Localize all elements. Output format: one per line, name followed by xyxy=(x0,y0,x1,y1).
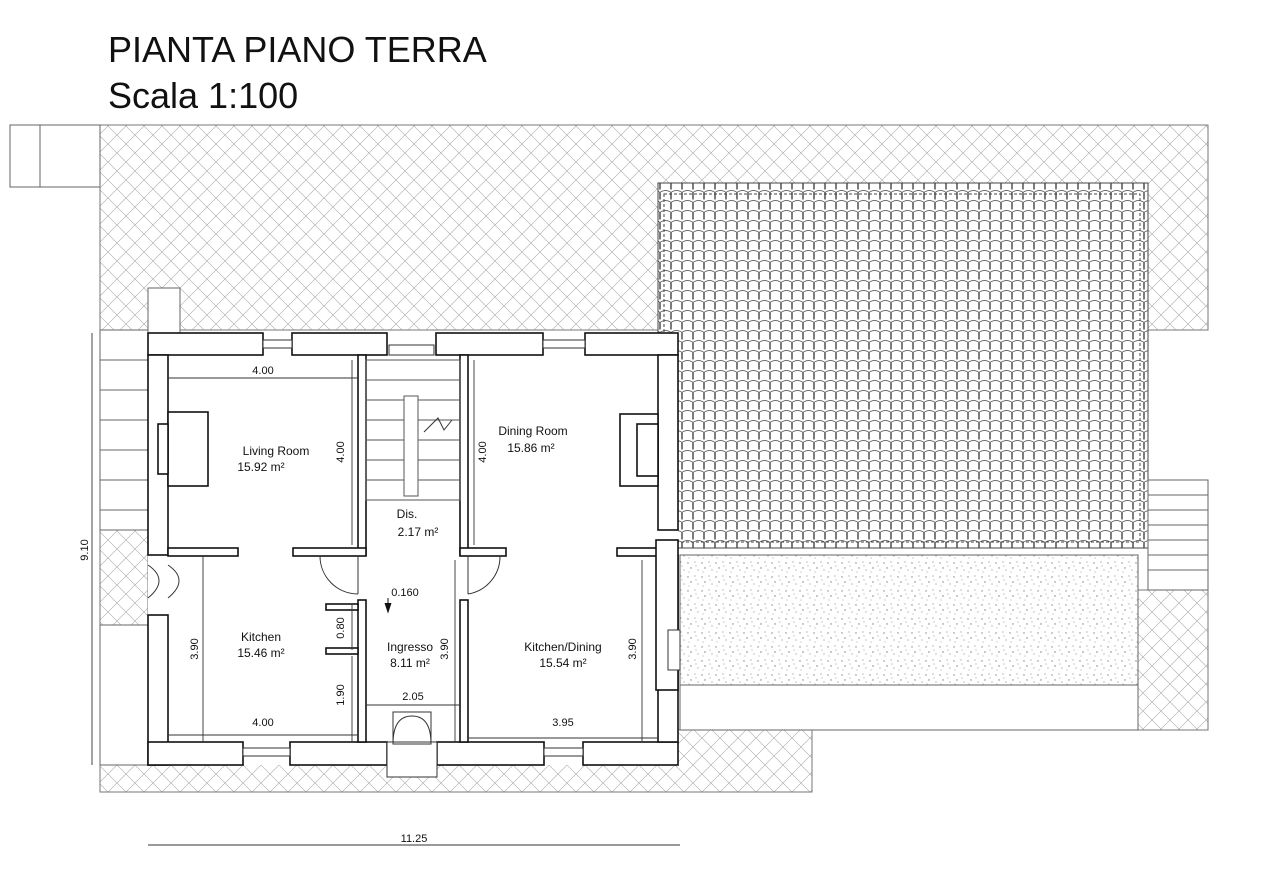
dim-living-width: 4.00 xyxy=(252,365,273,377)
dimension-labels: 4.00 4.00 3.95 2.05 0.160 11.25 4.00 4.0… xyxy=(79,365,639,845)
dim-step-height: 0.160 xyxy=(391,587,419,599)
plan-scale: Scala 1:100 xyxy=(108,75,299,116)
windows xyxy=(242,339,681,757)
dim-total-depth: 9.10 xyxy=(79,539,91,560)
dimension-lines xyxy=(91,333,680,846)
plan-title: PIANTA PIANO TERRA xyxy=(108,29,487,70)
room-area: 15.86 m² xyxy=(507,441,554,455)
room-labels: Living Room 15.92 m² Dining Room 15.86 m… xyxy=(237,424,601,670)
right-steps xyxy=(1147,479,1209,591)
dim-living-depth: 4.00 xyxy=(335,441,347,462)
dim-kitchen-dining-width: 3.95 xyxy=(552,717,573,729)
dim-kitchen-depth: 3.90 xyxy=(189,638,201,659)
dim-ingresso-depth: 3.90 xyxy=(439,638,451,659)
room-name: Dis. xyxy=(397,507,418,521)
left-walkway xyxy=(9,124,181,766)
dim-wall-segment: 1.90 xyxy=(335,684,347,705)
roof-tiles xyxy=(657,182,1149,549)
dim-kitchen-dining-depth: 3.90 xyxy=(627,638,639,659)
dim-dining-depth: 4.00 xyxy=(477,441,489,462)
dim-ingresso-width: 2.05 xyxy=(402,691,423,703)
room-name: Dining Room xyxy=(498,424,567,438)
room-name: Kitchen xyxy=(241,630,281,644)
room-name: Kitchen/Dining xyxy=(524,640,601,654)
stair-hall xyxy=(365,359,461,501)
room-name: Ingresso xyxy=(387,640,433,654)
room-area: 15.54 m² xyxy=(539,656,586,670)
dim-total-width: 11.25 xyxy=(401,833,428,845)
room-area: 15.92 m² xyxy=(237,460,284,474)
doors xyxy=(147,555,501,599)
room-name: Living Room xyxy=(243,444,310,458)
entrance-porch xyxy=(386,711,438,778)
walls xyxy=(147,332,679,766)
room-area: 15.46 m² xyxy=(237,646,284,660)
gravel-terrace xyxy=(679,554,1139,686)
dim-closet-depth: 0.80 xyxy=(335,617,347,638)
room-area: 8.11 m² xyxy=(390,656,430,670)
terrace-edge xyxy=(679,684,1139,731)
room-area: 2.17 m² xyxy=(398,525,439,539)
dim-kitchen-width: 4.00 xyxy=(252,717,273,729)
